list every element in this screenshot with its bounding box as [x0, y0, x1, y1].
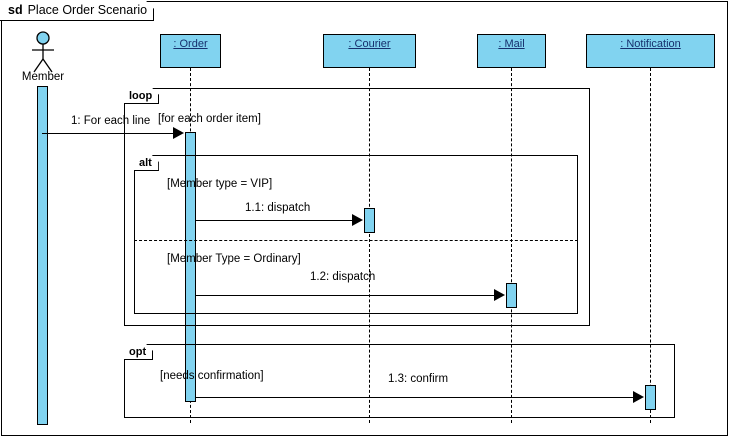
message-1-1-line [196, 220, 357, 221]
message-1-2-line [196, 295, 499, 296]
lifeline-head-courier[interactable]: : Courier [323, 34, 416, 68]
message-1-3-arrowhead [633, 391, 644, 403]
fragment-loop-operator: loop [124, 88, 159, 104]
message-1-1-label: 1.1: dispatch [245, 202, 311, 214]
lifeline-notification [650, 68, 651, 423]
lifeline-head-order[interactable]: : Order [160, 34, 221, 68]
fragment-loop-guard: [for each order item] [158, 113, 261, 125]
lifeline-head-notification[interactable]: : Notification [586, 34, 715, 68]
message-1-2-arrowhead [494, 289, 505, 301]
lifeline-courier [369, 68, 370, 423]
fragment-alt-guard-vip: [Member type = VIP] [167, 178, 273, 190]
fragment-alt-operator: alt [134, 155, 159, 171]
actor-stick-figure-icon [28, 31, 58, 78]
sd-title: Place Order Scenario [27, 3, 148, 17]
fragment-opt-guard: [needs confirmation] [160, 370, 264, 382]
message-1-3-line [196, 397, 638, 398]
lifeline-head-mail[interactable]: : Mail [477, 34, 546, 68]
lifeline-label-order: : Order [173, 38, 208, 50]
fragment-opt-operator: opt [124, 344, 153, 360]
sd-keyword: sd [8, 3, 23, 17]
lifeline-label-mail: : Mail [498, 38, 525, 50]
fragment-alt-divider [134, 240, 578, 241]
activation-notification [645, 385, 656, 410]
activation-courier [364, 208, 375, 233]
fragment-opt [124, 344, 675, 418]
sd-frame-title-tab: sd Place Order Scenario [0, 0, 154, 21]
lifeline-label-courier: : Courier [348, 38, 391, 50]
message-1-2-label: 1.2: dispatch [310, 271, 376, 283]
fragment-alt-guard-ordinary: [Member Type = Ordinary] [167, 253, 301, 265]
activation-member [37, 86, 48, 425]
message-1-1-arrowhead [352, 214, 363, 226]
activation-mail [506, 283, 517, 308]
activation-order [185, 132, 196, 402]
lifeline-label-notification: : Notification [620, 38, 681, 50]
actor-label-member: Member [21, 71, 65, 83]
message-1-3-label: 1.3: confirm [388, 373, 449, 385]
message-1-arrowhead [173, 127, 184, 139]
fragment-alt [134, 155, 578, 314]
lifeline-mail [511, 68, 512, 423]
fragment-loop [124, 88, 590, 326]
message-1-line [42, 133, 178, 134]
message-1-label: 1: For each line [71, 115, 151, 127]
